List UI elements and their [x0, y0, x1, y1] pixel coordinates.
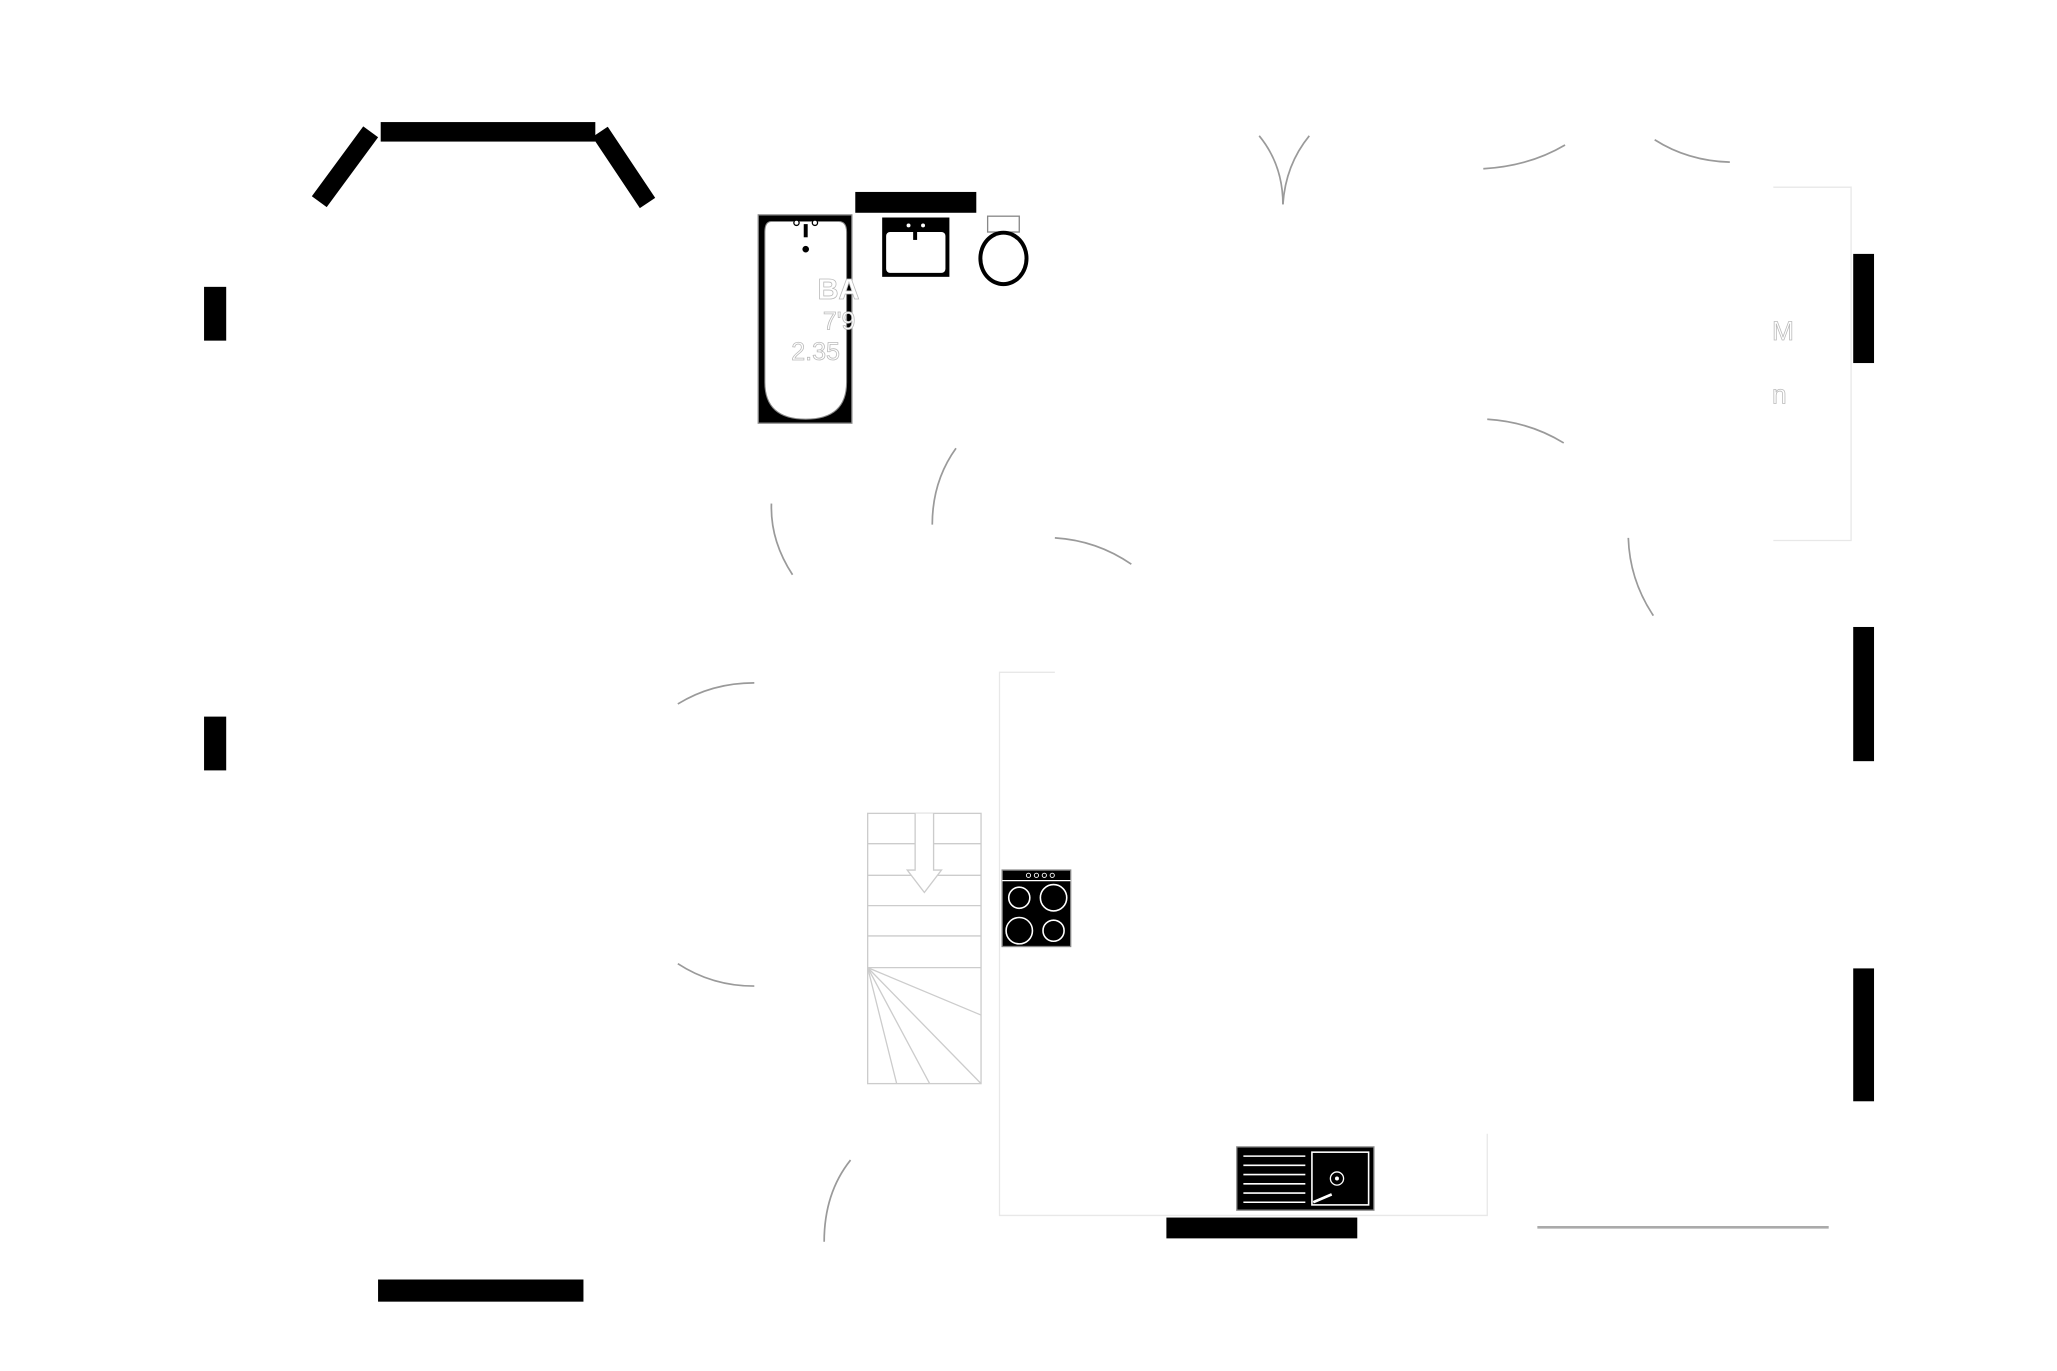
interior-outlines [998, 186, 1852, 1217]
window-left-upper [202, 285, 228, 343]
bathroom-dim-metric: 2.35 [791, 338, 840, 366]
window-bottom-left [376, 1277, 586, 1304]
door-swings [677, 135, 1730, 1242]
hob-icon [1001, 869, 1072, 948]
stair-direction-arrow-icon [905, 813, 943, 894]
bay-window [311, 120, 656, 209]
window-bathroom [853, 190, 978, 215]
staircase [867, 812, 982, 1085]
bathroom-label: BA [818, 274, 860, 306]
kitchen-sink-icon [1236, 1146, 1375, 1211]
bathtub-icon [757, 214, 853, 424]
bathroom-dim-imperial: 7'9 [823, 308, 856, 336]
window-right-middle [1851, 625, 1876, 763]
window-right-upper [1851, 252, 1876, 365]
room-label-fragment-m: M [1772, 316, 1794, 346]
window-right-lower [1851, 966, 1876, 1103]
window-left-lower [202, 715, 228, 772]
room-label-fragment-n: n [1772, 379, 1787, 409]
toilet-icon [978, 215, 1029, 287]
window-kitchen [1164, 1215, 1359, 1240]
basin-icon [882, 217, 950, 277]
